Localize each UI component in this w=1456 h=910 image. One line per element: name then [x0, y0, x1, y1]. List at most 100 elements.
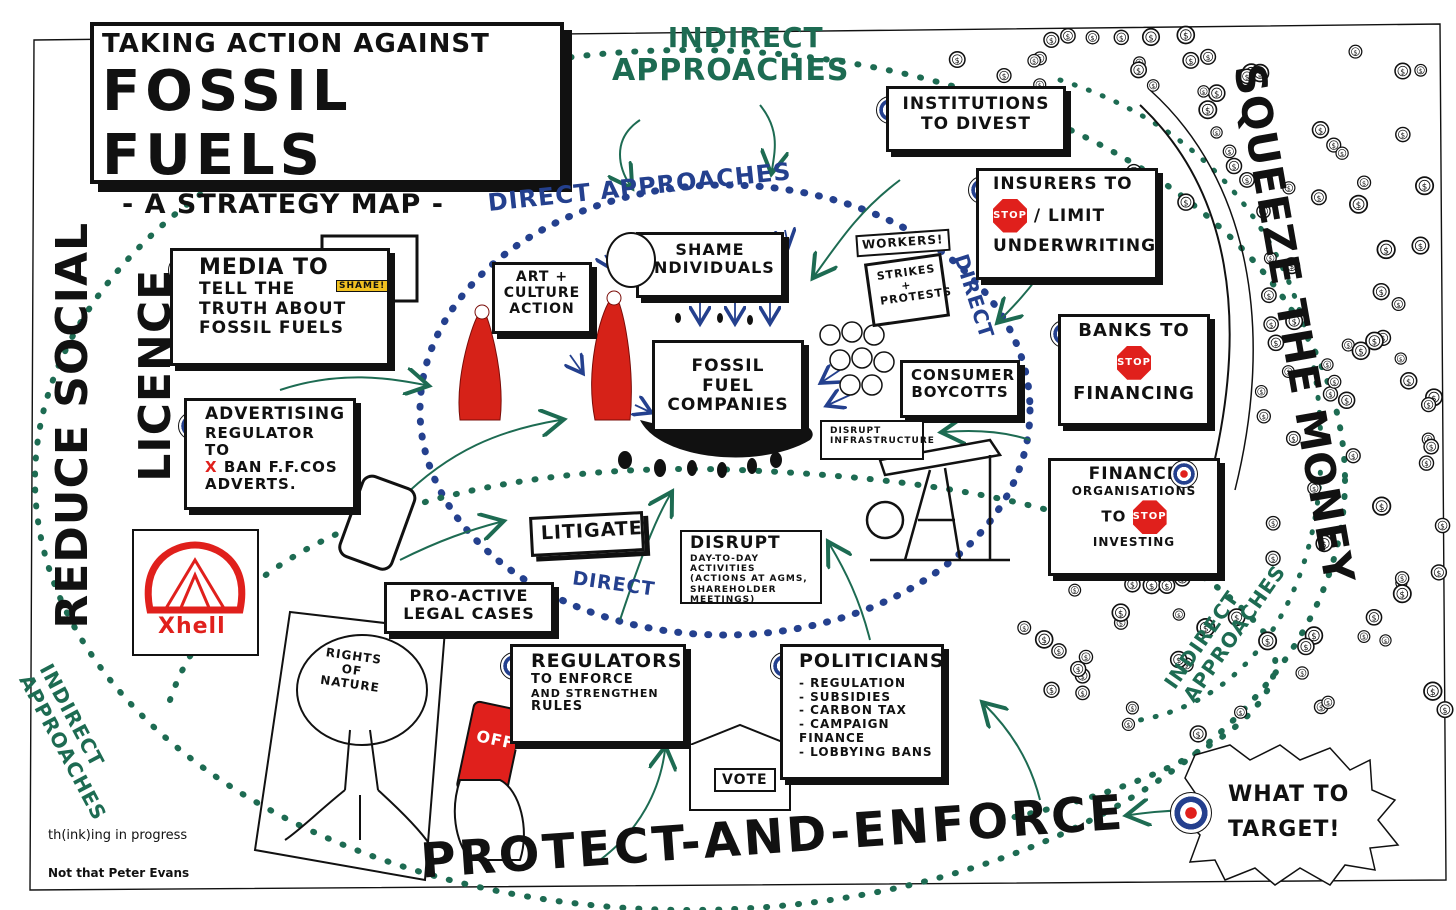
- dollar-coin-icon: [1379, 634, 1392, 647]
- dollar-coin-icon: [996, 67, 1012, 84]
- dollar-coin-icon: [1051, 643, 1067, 659]
- dollar-coin-icon: [948, 51, 966, 69]
- title-line-1: TAKING ACTION AGAINST: [102, 29, 490, 59]
- dollar-coin-icon: [1356, 175, 1372, 190]
- media-line-2: TELL THE: [199, 279, 296, 300]
- proactive-line-1: PRO-ACTIVE: [409, 586, 529, 605]
- disrupt-infrastructure-node: DISRUPT INFRASTRUCTURE: [820, 420, 935, 460]
- disrupt-infra-line-2: INFRASTRUCTURE: [830, 436, 935, 447]
- dollar-coin-icon: [1172, 608, 1186, 621]
- insurers-line-3: UNDERWRITING: [993, 235, 1157, 256]
- dollar-coin-icon: [1391, 297, 1406, 312]
- media-line-1: MEDIA TO: [199, 255, 329, 280]
- shame-individuals-node: SHAME INDIVIDUALS: [636, 232, 784, 298]
- politicians-item: - CARBON TAX: [799, 703, 907, 718]
- dollar-coin-icon: [1335, 146, 1349, 160]
- advertising-line-2: REGULATOR TO: [205, 423, 315, 459]
- politicians-title: POLITICIANS: [799, 650, 945, 672]
- dollar-coin-icon: [1418, 455, 1435, 471]
- dollar-coin-icon: [1142, 575, 1161, 595]
- insurers-line-1: INSURERS TO: [993, 174, 1133, 194]
- disrupt-line-1: DISRUPT: [690, 533, 781, 553]
- dollar-coin-icon: [1430, 564, 1448, 581]
- dollar-coin-icon: [1321, 695, 1335, 710]
- institutions-node: INSTITUTIONS TO DIVEST: [886, 86, 1066, 152]
- advertising-line-4: ADVERTS.: [205, 475, 297, 494]
- dollar-coin-icon: [1399, 371, 1418, 390]
- shame-line-2: INDIVIDUALS: [647, 258, 775, 278]
- angry-face-icon: [606, 232, 656, 288]
- dollar-coin-icon: [1060, 27, 1076, 44]
- consumer-line-1: CONSUMER: [911, 366, 1016, 384]
- dollar-coin-icon: [1198, 100, 1218, 120]
- regulators-line-3: AND STRENGTHEN: [531, 686, 659, 700]
- phone-drawing: [338, 474, 417, 571]
- dollar-coin-icon: [1043, 31, 1060, 48]
- strikes-sign: STRIKES + PROTESTS: [863, 252, 953, 328]
- target-icon: [1170, 792, 1212, 834]
- fossil-fuel-companies-node: FOSSIL FUEL COMPANIES: [652, 340, 804, 432]
- dollar-coin-icon: [1121, 717, 1136, 731]
- dollar-coin-icon: [1310, 189, 1327, 206]
- title-main: FOSSIL FUELS: [102, 58, 353, 189]
- media-line-4: FOSSIL FUELS: [199, 318, 344, 339]
- pumpjack-drawing: [865, 438, 1010, 562]
- direct-oval: [416, 181, 1034, 639]
- dollar-coin-icon: [1394, 571, 1410, 586]
- indirect-approaches-top: INDIRECT APPROACHES: [612, 21, 849, 89]
- crowd-drawing: [819, 321, 895, 396]
- dollar-coin-icon: [1258, 631, 1278, 651]
- finance-line-3: TO: [1101, 507, 1127, 526]
- dollar-coin-icon: [1176, 25, 1196, 45]
- insurers-line-2: / LIMIT: [1033, 205, 1106, 226]
- center-line-2: COMPANIES: [667, 395, 789, 416]
- credit-studio: th(ink)ing in progress: [48, 828, 188, 843]
- dollar-coin-icon: [1394, 352, 1407, 365]
- dollar-coin-icon: [1345, 448, 1361, 464]
- dollar-coin-icon: [1111, 603, 1131, 622]
- dollar-coin-icon: [1372, 496, 1392, 516]
- dollar-coin-icon: [1141, 27, 1161, 47]
- dollar-coin-icon: [1265, 515, 1281, 531]
- dollar-coin-icon: [1365, 608, 1383, 626]
- dollar-coin-icon: [1414, 63, 1428, 77]
- dollar-coin-icon: [1075, 685, 1090, 701]
- regulators-line-1: REGULATORS: [531, 650, 683, 672]
- art-line-1: ART +: [515, 269, 569, 285]
- dollar-coin-icon: [1256, 409, 1272, 424]
- dollar-coin-icon: [1130, 61, 1148, 79]
- insurers-node: INSURERS TO STOP / LIMIT UNDERWRITING: [976, 168, 1158, 280]
- protect-loop: [167, 465, 1279, 823]
- shame-line-1: SHAME: [675, 240, 745, 259]
- dollar-coin-icon: [1124, 575, 1141, 593]
- shell-logo-drawing: [132, 529, 259, 656]
- dollar-coin-icon: [1113, 29, 1130, 46]
- dollar-coin-icon: [1182, 51, 1200, 69]
- shame-tv-caption: SHAME!: [336, 280, 389, 293]
- dollar-coin-icon: [1177, 193, 1195, 211]
- disrupt-line-4: SHAREHOLDER MEETINGS): [690, 584, 777, 605]
- banks-line-2: FINANCING: [1073, 382, 1195, 404]
- dollar-coin-icon: [1068, 583, 1082, 597]
- banks-line-1: BANKS TO: [1078, 320, 1190, 341]
- politicians-item: - LOBBYING BANS: [799, 744, 933, 759]
- dollar-coin-icon: [1365, 331, 1384, 351]
- title-box: TAKING ACTION AGAINST FOSSIL FUELS - A S…: [90, 22, 564, 220]
- politicians-item: - REGULATION: [799, 675, 907, 690]
- finance-line-4: INVESTING: [1092, 535, 1176, 550]
- cross-icon: X: [205, 458, 218, 477]
- dollar-coin-icon: [1394, 62, 1412, 80]
- dollar-coin-icon: [1337, 391, 1356, 410]
- disrupt-infra-line-1: DISRUPT: [830, 426, 882, 436]
- dollar-coin-icon: [1207, 84, 1226, 102]
- center-line-1: FOSSIL FUEL: [691, 356, 765, 396]
- shell-parody-text: Xhell: [158, 614, 226, 639]
- dollar-coin-icon: [1254, 384, 1268, 398]
- advertising-node: ADVERTISING REGULATOR TO X BAN F.F.COS A…: [184, 398, 356, 510]
- disrupt-node: DISRUPT DAY-TO-DAY ACTIVITIES (ACTIONS A…: [680, 530, 822, 605]
- dollar-coin-icon: [1070, 660, 1087, 678]
- what-to-target-line-2: TARGET!: [1228, 817, 1341, 843]
- politicians-item: - CAMPAIGN FINANCE: [799, 717, 890, 746]
- banks-node: BANKS TO STOP FINANCING: [1058, 314, 1210, 426]
